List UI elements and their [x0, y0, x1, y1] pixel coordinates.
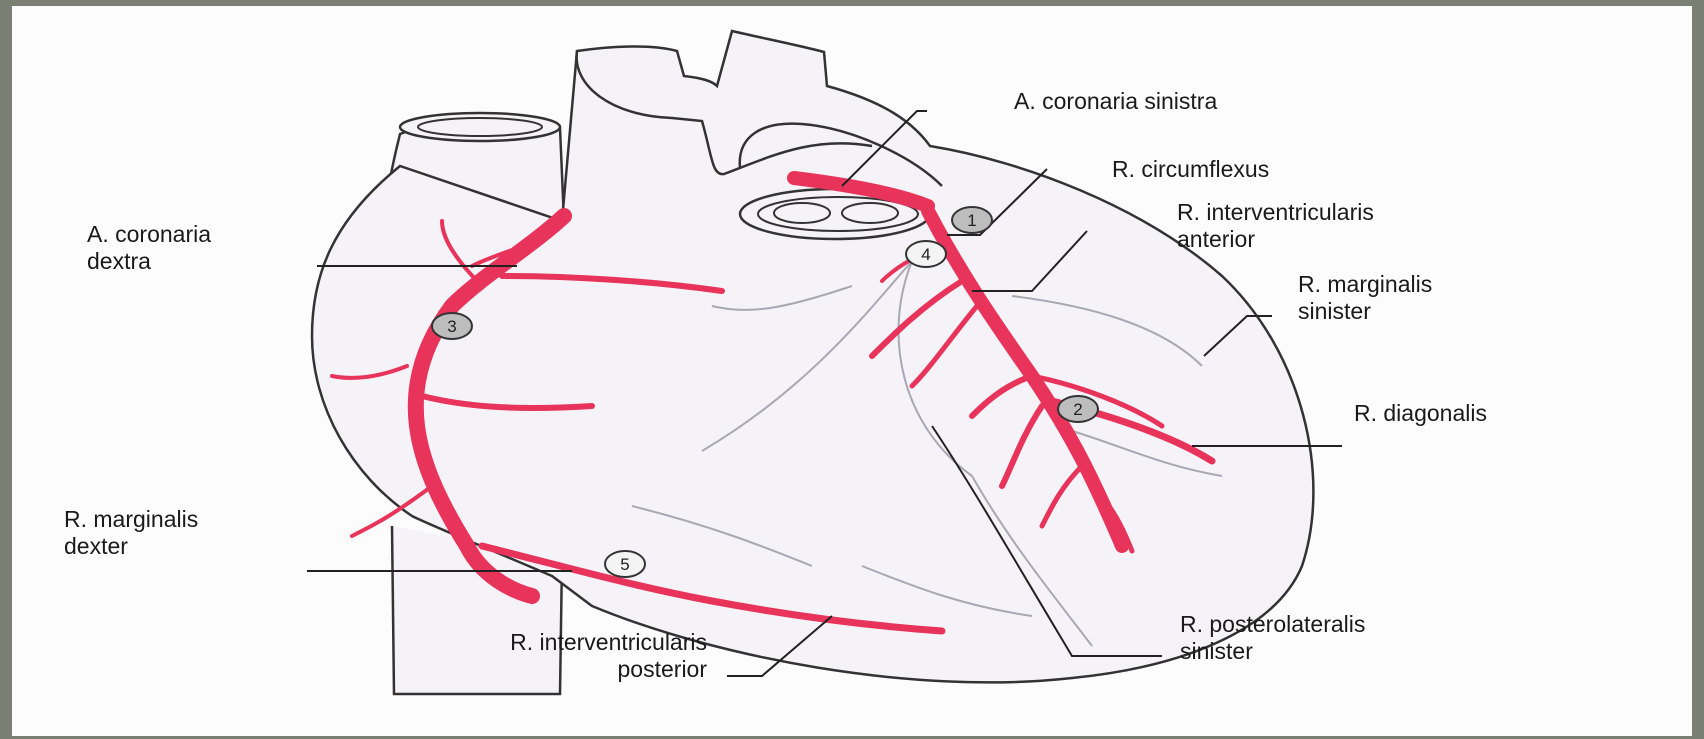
label-coronaria-dextra: A. coronaria dextra [87, 221, 211, 275]
marker-2: 2 [1058, 396, 1098, 422]
label-marginalis-sinister: R. marginalis sinister [1298, 271, 1432, 325]
label-circumflexus: R. circumflexus [1112, 156, 1269, 183]
label-posterolateralis-sinister: R. posterolateralis sinister [1180, 611, 1365, 665]
marker-4: 4 [906, 241, 946, 267]
label-coronaria-sinistra: A. coronaria sinistra [1014, 88, 1217, 115]
heart-diagram: 1 2 3 4 5 [12, 6, 1692, 736]
marker-2-label: 2 [1073, 400, 1082, 419]
marker-5-label: 5 [620, 555, 629, 574]
label-interventricularis-posterior: R. interventricularis posterior [342, 629, 707, 683]
label-marginalis-dexter: R. marginalis dexter [64, 506, 198, 560]
marker-5: 5 [605, 551, 645, 577]
marker-1: 1 [952, 207, 992, 233]
marker-3: 3 [432, 313, 472, 339]
diagram-frame: 1 2 3 4 5 A. coronaria sinistra R. circu… [12, 6, 1692, 736]
marker-3-label: 3 [447, 317, 456, 336]
label-diagonalis: R. diagonalis [1354, 400, 1487, 427]
marker-4-label: 4 [921, 245, 930, 264]
label-interventricularis-anterior: R. interventricularis anterior [1177, 199, 1374, 253]
marker-1-label: 1 [967, 211, 976, 230]
